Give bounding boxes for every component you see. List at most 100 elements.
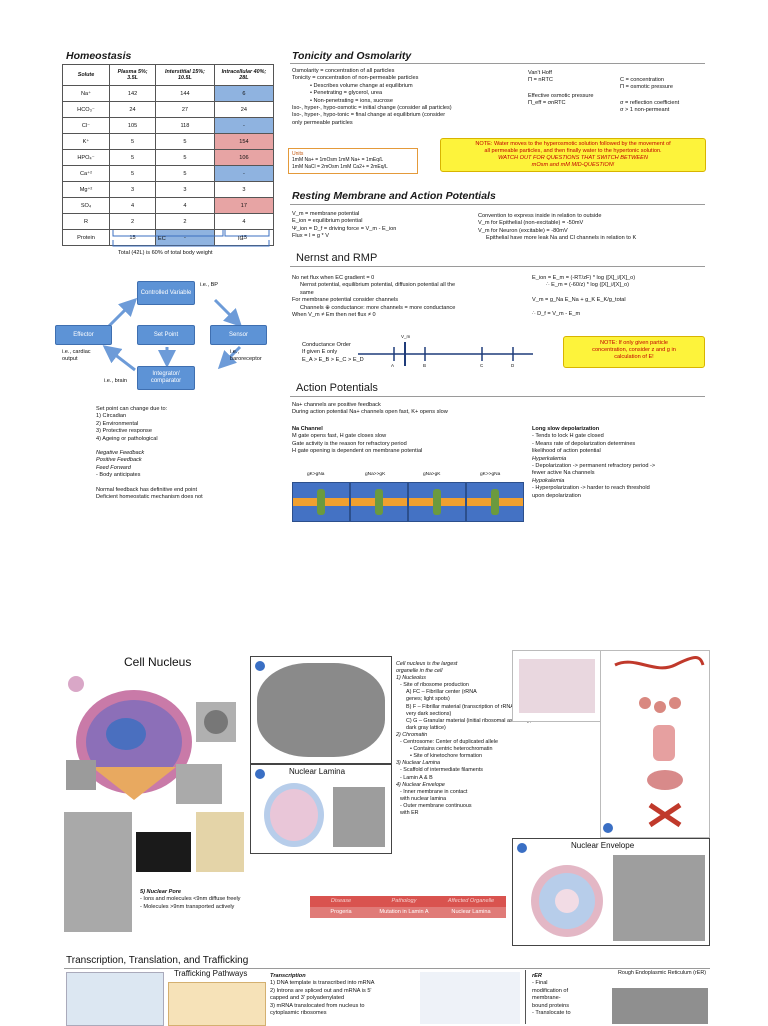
table-cell: 144 [155, 85, 215, 102]
effector-box: Effector [55, 325, 112, 345]
table-cell: R [62, 213, 110, 230]
table-cell: 5 [155, 149, 215, 166]
text-line: No net flux when EC gradient = 0 [292, 275, 375, 281]
note-line: NOTE: Water moves to the hyperosmotic so… [475, 141, 671, 147]
note-line: all permeable particles, and then finall… [484, 148, 662, 154]
table-cell: 15 [213, 229, 275, 246]
normal-line: Deficient homeostatic mechanism does not [96, 494, 203, 501]
table-cell: 5 [108, 133, 157, 150]
table-cell: HPO₄⁻ [62, 149, 110, 166]
text-line: • Site of kinetochore formation [410, 753, 483, 760]
note-line: mOsm and mM MID-QUESTION! [531, 162, 615, 168]
text-line: Convention to express inside in relation… [478, 213, 602, 219]
symbol-legend: C = concentration Π = osmotic pressure σ… [620, 77, 679, 115]
feedback-line: Negative Feedback [96, 450, 145, 457]
conductance-block: Conductance Order If given E only E_A > … [302, 342, 364, 364]
text-line: with nuclear lamina [400, 795, 447, 802]
text-line: Π_eff = σnRTC [528, 100, 566, 107]
text-line: - Site of ribosome production [400, 682, 469, 689]
ec-label: EC [158, 236, 166, 242]
vant-hoff-block: Van't Hoff Π = nRTC Effective osmotic pr… [528, 70, 594, 108]
units-box: Units 1mM Na+ = 1mOsm 1mM Na+ = 1mEq/L 1… [288, 148, 418, 174]
text-line: 3) Nuclear Lamina [396, 760, 441, 767]
ribosome-image [66, 972, 164, 1026]
nuclear-lamina-panel: Nuclear Lamina [250, 764, 392, 854]
nucleus-description: Cell nucleus is the largest organelle in… [396, 661, 531, 817]
text-line: - Tends to lock H gate closed [532, 433, 604, 440]
text-line: Conductance Order [302, 342, 351, 348]
text-line: V_m for Epithelial (non-excitable) = -50… [478, 220, 584, 227]
text-line: 2) Chromatin [396, 731, 428, 738]
table-cell: SO₄ [62, 197, 110, 214]
text-line: σ > 1 non-permeant [620, 107, 670, 114]
table-cell: 118 [155, 117, 215, 134]
disease-header: Pathology [372, 896, 436, 907]
table-cell: 24 [213, 101, 275, 118]
nucleolus-micrograph [257, 663, 385, 757]
table-cell: 6 [213, 85, 275, 102]
text-line: During action potential Na+ channels ope… [292, 409, 448, 416]
cardiac-output-note: i.e., cardiac output [62, 349, 91, 363]
ap-lines: Na+ channels are positive feedback Durin… [292, 402, 552, 417]
disease-table: Disease Pathology Affected Organelle Pro… [310, 896, 506, 918]
divider [290, 396, 705, 397]
divider [290, 204, 705, 205]
compartment-brackets [112, 230, 270, 247]
na-channel-block: Na Channel M gate opens fast, H gate clo… [292, 426, 522, 456]
water-movement-note: NOTE: Water moves to the hyperosmotic so… [440, 138, 706, 172]
text-line: When V_m ≠ Em then net flux ≠ 0 [292, 312, 376, 319]
text-line: Osmolarity = concentration of all partic… [292, 68, 395, 74]
text-line: If given E only [302, 349, 338, 356]
text-line: V_m for Neuron (excitable) = -80mV [478, 227, 568, 234]
text-line: 1mM Na+ = 1mOsm 1mM Na+ = 1mEq/L [292, 157, 384, 164]
list-item: 3) Protective response [96, 428, 152, 435]
table-cell: Ca⁺² [62, 165, 110, 182]
text-line: E_ion = equilibrium potential [292, 218, 363, 225]
list-item: 1) Circadian [96, 413, 127, 420]
bp-note: i.e., BP [200, 282, 219, 288]
controlled-variable-box: Controlled Variable [137, 281, 195, 305]
solute-table: Solute Plasma 5%; 3.5L Interstitial 15%;… [62, 64, 275, 246]
table-cell: 17 [213, 197, 275, 214]
envelope-micrograph [613, 855, 705, 941]
text-line: - Scaffold of intermediate filaments [400, 767, 483, 774]
text-line: Π = osmotic pressure [620, 84, 674, 91]
channel-label: gK>gNa [307, 472, 325, 477]
text-line: cytoplasmic ribosomes [270, 1010, 327, 1017]
table-cell: Mg⁺² [62, 181, 110, 198]
table-header: Plasma 5%; 3.5L [108, 64, 157, 86]
text-line: - Depolarization -> permanent refractory… [532, 463, 656, 470]
nernst-title: Nernst and RMP [296, 252, 378, 264]
text-line: Ψ_ion = D_f = driving force = V_m - E_io… [292, 225, 397, 232]
channel-diagram [292, 482, 350, 522]
nernst-equations: E_ion = E_m = (-RT/zF) * log ([X]_i/[X]_… [532, 275, 712, 319]
rer-heading: rER [532, 973, 542, 979]
text-line: Effective osmotic pressure [528, 92, 594, 99]
brain-note: i.e., brain [104, 378, 128, 384]
table-cell: 5 [108, 149, 157, 166]
text-line: 1) Nucleolus [396, 675, 426, 682]
text-line: - Translocate to [532, 1010, 571, 1017]
equation: E_ion = E_m = (-RT/zF) * log ([X]_i/[X]_… [532, 275, 636, 281]
lamina-micrograph [333, 787, 385, 847]
channel-label: gNa>>gK [365, 472, 386, 477]
text-line: fewer active Na channels [532, 470, 595, 477]
text-line: M gate opens fast, H gate closes slow [292, 433, 387, 440]
table-header-row: Solute Plasma 5%; 3.5L Interstitial 15%;… [62, 64, 275, 86]
text-line: capped and 3' polyadenylated [270, 995, 345, 1002]
note-line: NOTE: If only given particle [599, 340, 669, 346]
table-cell: 27 [155, 101, 215, 118]
list-item: 4) Ageing or pathological [96, 435, 158, 442]
text-line: - Molecules >9nm transported actively [140, 903, 235, 910]
text-line: likelihood of action potential [532, 448, 601, 455]
convention-block: Convention to express inside in relation… [478, 213, 708, 243]
long-slow-heading: Long slow depolarization [532, 426, 600, 432]
table-cell: 106 [213, 149, 275, 166]
lamina-illustration [264, 783, 324, 847]
table-cell: - [155, 229, 215, 246]
sensor-box: Sensor [210, 325, 267, 345]
badge-icon [255, 769, 265, 779]
pathways-title: Trafficking Pathways [174, 969, 248, 978]
